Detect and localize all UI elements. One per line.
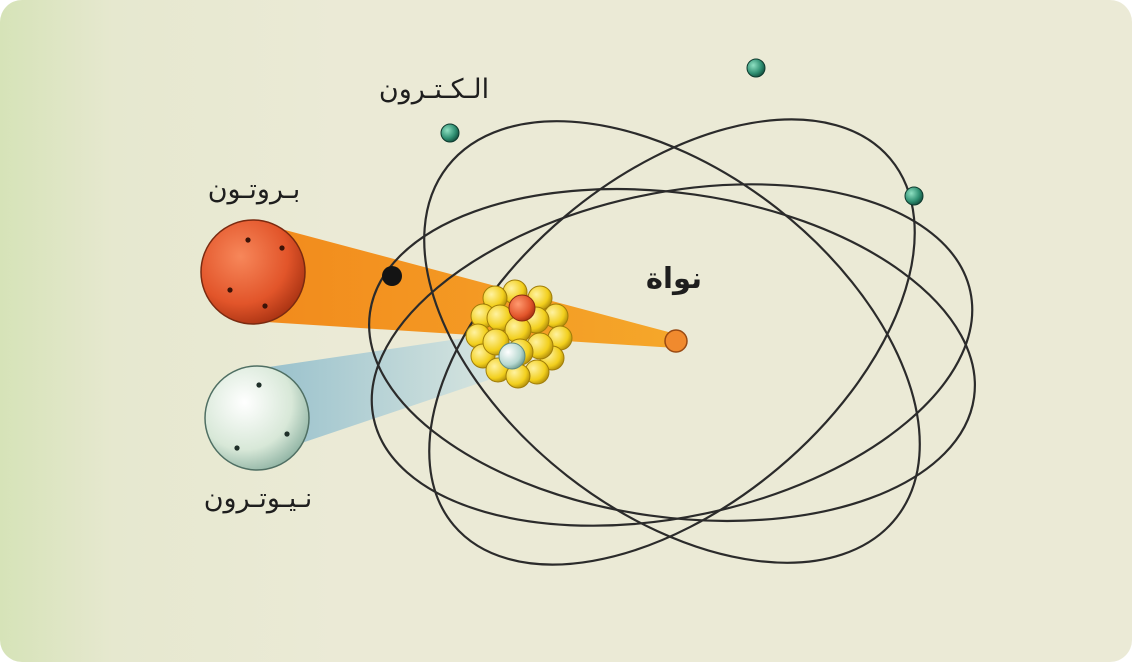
orbit <box>423 120 921 564</box>
electron <box>904 186 924 206</box>
nucleus-cluster <box>465 279 573 389</box>
proton-label: بـروتـون <box>208 174 301 205</box>
proton-sphere <box>200 219 306 325</box>
electron-orbits <box>368 118 976 566</box>
neutron-label: نـيـوتـرون <box>204 483 313 514</box>
orbit <box>370 183 974 527</box>
highlighted-electron <box>382 266 402 286</box>
electron <box>440 123 460 143</box>
electron-label: الـكـتـرون <box>379 74 489 105</box>
electron <box>746 58 766 78</box>
nucleus-label: نواة <box>646 261 702 295</box>
orbit <box>368 187 976 523</box>
orbit <box>428 118 916 566</box>
proton-beam <box>255 222 676 348</box>
nucleus-marker <box>664 329 688 353</box>
neutron-beam <box>262 332 512 452</box>
neutron-sphere <box>204 365 310 471</box>
